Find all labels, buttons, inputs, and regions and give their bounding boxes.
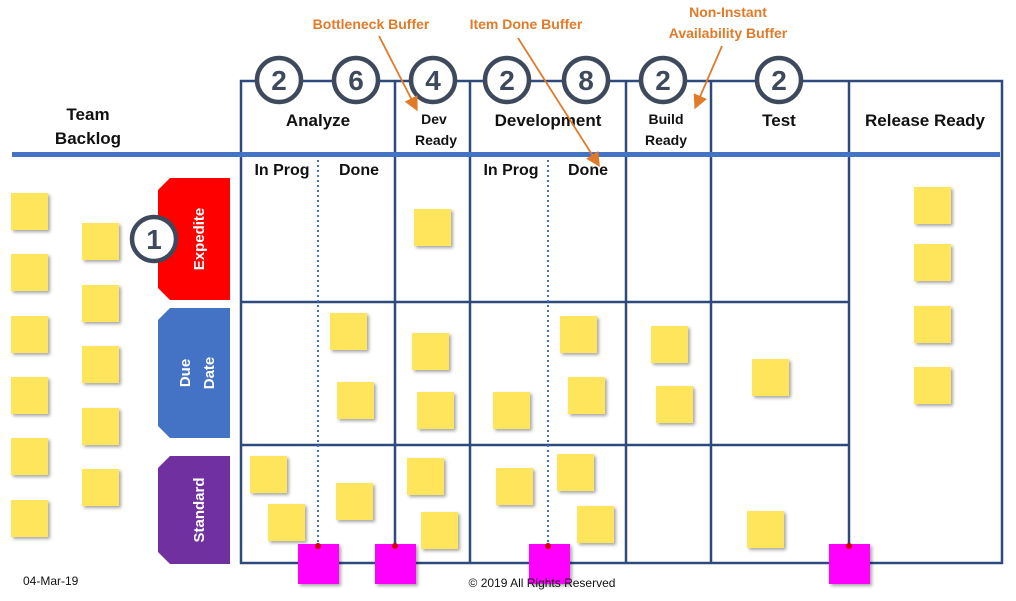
sticky-note[interactable] bbox=[250, 456, 287, 493]
column-release-ready: Release Ready bbox=[865, 111, 986, 130]
sticky-note[interactable] bbox=[417, 392, 454, 429]
sticky-note[interactable] bbox=[82, 408, 119, 445]
wip-limit-analyze-in-prog: 2 bbox=[254, 55, 304, 105]
pin-dot bbox=[545, 543, 551, 549]
wip-value: 1 bbox=[146, 224, 162, 255]
sticky-notes bbox=[11, 187, 951, 549]
annotation-bottleneck-arrow bbox=[378, 35, 418, 112]
pin-dot bbox=[392, 543, 398, 549]
subcolumn-dev-done: Done bbox=[568, 162, 608, 179]
wip-limit-build-ready: 2 bbox=[638, 55, 688, 105]
sticky-note[interactable] bbox=[11, 254, 48, 291]
sticky-note[interactable] bbox=[421, 512, 458, 549]
sticky-note[interactable] bbox=[407, 458, 444, 495]
sticky-note[interactable] bbox=[11, 193, 48, 230]
sticky-note[interactable] bbox=[82, 285, 119, 322]
sticky-note[interactable] bbox=[560, 316, 597, 353]
column-build-ready-line1: Build bbox=[649, 111, 684, 127]
subcolumn-analyze-done: Done bbox=[339, 162, 379, 179]
wip-limit-dev-done: 8 bbox=[561, 55, 611, 105]
sticky-note[interactable] bbox=[914, 244, 951, 281]
magenta-card[interactable] bbox=[298, 544, 339, 584]
wip-value: 8 bbox=[578, 65, 594, 96]
sticky-note[interactable] bbox=[656, 386, 693, 423]
lane-tab-standard: Standard bbox=[158, 456, 230, 564]
sticky-note[interactable] bbox=[268, 504, 305, 541]
sticky-note[interactable] bbox=[337, 382, 374, 419]
pin-dot bbox=[846, 543, 852, 549]
header-bar bbox=[12, 152, 1000, 157]
sticky-note[interactable] bbox=[651, 326, 688, 363]
wip-value: 4 bbox=[425, 65, 441, 96]
column-development: Development bbox=[495, 111, 602, 130]
wip-limit-analyze-done: 6 bbox=[331, 55, 381, 105]
sticky-note[interactable] bbox=[752, 359, 789, 396]
annotation-non-instant-line1: Non-Instant bbox=[689, 4, 767, 20]
pinned-cards bbox=[298, 543, 870, 584]
wip-value: 2 bbox=[271, 65, 287, 96]
pin-dot bbox=[315, 543, 321, 549]
sticky-note[interactable] bbox=[577, 506, 614, 543]
sticky-note[interactable] bbox=[336, 483, 373, 520]
sticky-note[interactable] bbox=[914, 367, 951, 404]
sticky-note[interactable] bbox=[82, 469, 119, 506]
wip-limit-test: 2 bbox=[754, 55, 804, 105]
annotation-item-done-arrow bbox=[517, 37, 600, 168]
magenta-card[interactable] bbox=[375, 544, 416, 584]
sticky-note[interactable] bbox=[557, 454, 594, 491]
wip-value: 2 bbox=[499, 65, 515, 96]
lane-tab-expedite: Expedite bbox=[158, 178, 230, 300]
sticky-note[interactable] bbox=[412, 333, 449, 370]
lane-label-due-date-line2: Date bbox=[201, 357, 218, 390]
sticky-note[interactable] bbox=[11, 377, 48, 414]
sticky-note[interactable] bbox=[747, 511, 784, 548]
wip-limit-dev-ready: 4 bbox=[408, 55, 458, 105]
sticky-note[interactable] bbox=[568, 377, 605, 414]
backlog-title-line2: Backlog bbox=[55, 129, 121, 148]
sticky-note[interactable] bbox=[914, 306, 951, 343]
sticky-note[interactable] bbox=[914, 187, 951, 224]
sticky-note[interactable] bbox=[496, 468, 533, 505]
sticky-note[interactable] bbox=[11, 316, 48, 353]
footer-date: 04-Mar-19 bbox=[23, 574, 79, 588]
subcolumn-analyze-in-prog: In Prog bbox=[254, 162, 309, 179]
wip-value: 2 bbox=[655, 65, 671, 96]
sticky-note[interactable] bbox=[82, 223, 119, 260]
lane-label-due-date-line1: Due bbox=[177, 359, 194, 387]
wip-limit-dev-in-prog: 2 bbox=[482, 55, 532, 105]
column-build-ready-line2: Ready bbox=[645, 132, 687, 148]
sticky-note[interactable] bbox=[414, 209, 451, 246]
lane-tab-due-date: Due Date bbox=[158, 308, 230, 438]
column-analyze: Analyze bbox=[286, 111, 350, 130]
sticky-note[interactable] bbox=[493, 392, 530, 429]
wip-value: 6 bbox=[348, 65, 364, 96]
column-dev-ready-line1: Dev bbox=[421, 111, 447, 127]
wip-limit-expedite: 1 bbox=[129, 214, 179, 264]
magenta-card[interactable] bbox=[529, 544, 570, 584]
column-test: Test bbox=[762, 111, 796, 130]
wip-value: 2 bbox=[771, 65, 787, 96]
board-grid bbox=[239, 79, 1004, 565]
column-dev-ready-line2: Ready bbox=[415, 132, 457, 148]
annotation-bottleneck-buffer: Bottleneck Buffer bbox=[313, 16, 430, 32]
backlog-title-line1: Team bbox=[66, 105, 109, 124]
subcolumn-dev-in-prog: In Prog bbox=[483, 162, 538, 179]
sticky-note[interactable] bbox=[11, 500, 48, 537]
sticky-note[interactable] bbox=[330, 313, 367, 350]
footer-copyright: © 2019 All Rights Reserved bbox=[469, 576, 616, 590]
lane-label-standard: Standard bbox=[191, 477, 208, 542]
sticky-note[interactable] bbox=[82, 346, 119, 383]
annotation-non-instant-line2: Availability Buffer bbox=[669, 25, 788, 41]
annotation-non-instant-arrow bbox=[693, 45, 723, 110]
sticky-note[interactable] bbox=[11, 438, 48, 475]
lane-label-expedite: Expedite bbox=[191, 208, 208, 271]
annotation-item-done-buffer: Item Done Buffer bbox=[470, 16, 583, 32]
magenta-card[interactable] bbox=[829, 544, 870, 584]
